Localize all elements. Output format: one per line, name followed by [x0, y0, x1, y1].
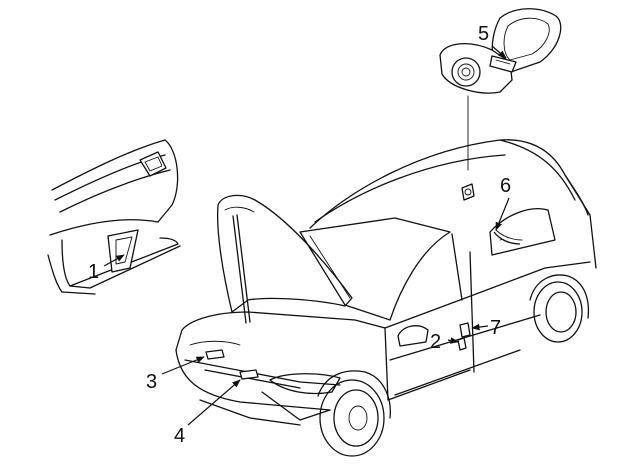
callout-1: 1: [88, 261, 99, 283]
callout-5: 5: [478, 23, 489, 45]
callout-2: 2: [430, 331, 441, 353]
callout-labels: 1 2 3 4 5 6 7: [88, 23, 511, 447]
callout-7: 7: [490, 317, 501, 339]
callout-6: 6: [500, 175, 511, 197]
callout-3: 3: [146, 371, 157, 393]
callout-4: 4: [174, 425, 185, 447]
fuel-door-inset: [439, 8, 562, 171]
hood-inset: [47, 139, 181, 295]
car-illustration: [175, 139, 597, 457]
leader-lines: [103, 45, 510, 426]
